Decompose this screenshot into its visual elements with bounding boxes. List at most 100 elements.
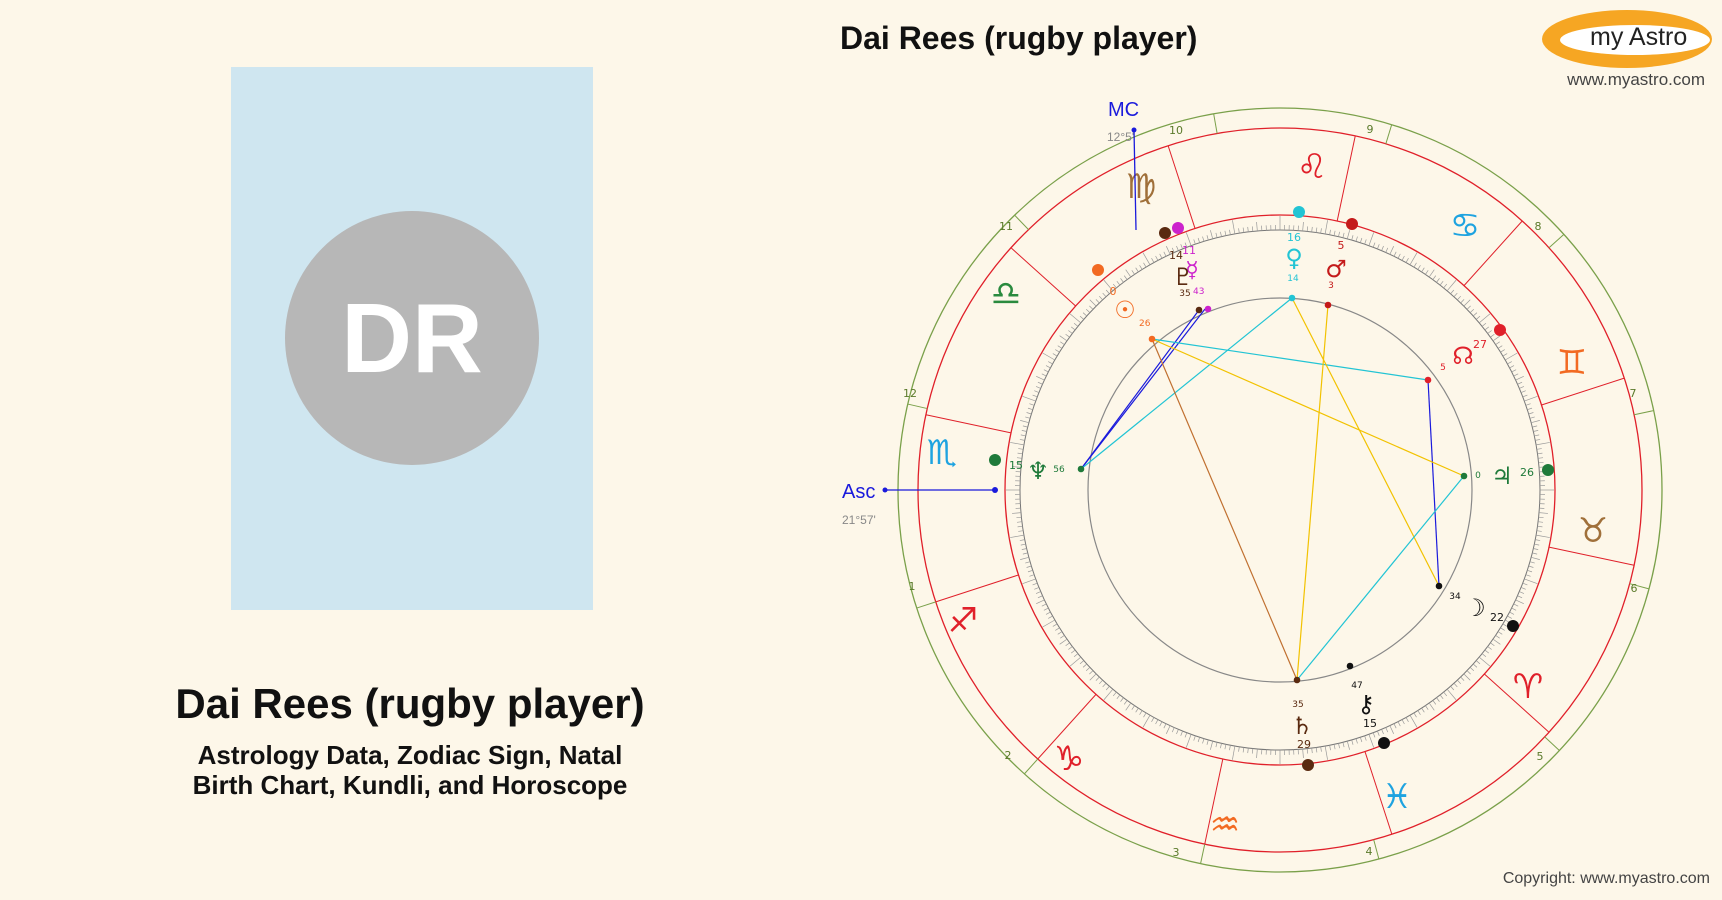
degree-tick [1533, 430, 1539, 432]
degree-tick [1016, 516, 1022, 519]
degree-tick [1531, 420, 1540, 424]
degree-tick [1089, 299, 1097, 307]
degree-tick [1125, 702, 1132, 711]
degree-tick [1377, 244, 1380, 250]
degree-tick [1324, 220, 1328, 235]
degree-tick [1099, 295, 1103, 301]
degree-tick [1381, 729, 1384, 735]
aquarius-icon: ♒ [1210, 805, 1240, 845]
logo-inner [1560, 25, 1710, 55]
degree-tick [1102, 682, 1107, 688]
degree-tick [1469, 667, 1475, 671]
degree-tick [1159, 721, 1163, 727]
degree-tick [1502, 623, 1508, 627]
degree-tick [1041, 603, 1047, 607]
house-number-1: 1 [909, 580, 916, 593]
degree-tick [1531, 556, 1540, 560]
house-number-4: 4 [1366, 845, 1373, 858]
sign-divider [1463, 220, 1523, 286]
degree-tick [1025, 416, 1031, 419]
degree-tick [1509, 365, 1515, 369]
node-minute: 5 [1440, 363, 1446, 373]
degree-tick [1302, 221, 1304, 232]
venus-ring-dot [1293, 206, 1305, 218]
house-cusps [907, 113, 1654, 864]
degree-tick [1021, 430, 1027, 432]
degree-tick [1085, 309, 1091, 313]
house-cusp [1633, 410, 1654, 416]
degree-tick [1232, 745, 1236, 760]
moon-icon: ☽ [1464, 594, 1486, 622]
degree-tick [1360, 237, 1363, 243]
sun-icon: ☉ [1114, 296, 1136, 324]
degree-tick [1042, 352, 1056, 361]
chart-title: Dai Rees (rugby player) [840, 20, 1198, 56]
degree-tick [1338, 231, 1340, 237]
saturn-degree: 29 [1297, 738, 1311, 751]
degree-tick [1520, 390, 1526, 393]
degree-tick [1069, 656, 1082, 667]
moon-minute: 34 [1449, 592, 1461, 602]
asc-degree: 21°57' [842, 513, 876, 527]
degree-tick [1502, 353, 1508, 357]
aspect-point-node [1424, 376, 1432, 384]
brand-logo[interactable]: my Astro [1542, 10, 1712, 68]
degree-tick [1311, 226, 1313, 232]
degree-tick [1534, 543, 1540, 546]
degree-tick [1428, 269, 1435, 278]
house-cusp [1200, 843, 1206, 864]
aspect-point-venus [1288, 294, 1296, 302]
degree-tick [1421, 267, 1425, 273]
degree-tick [1487, 330, 1492, 334]
degree-tick [1450, 685, 1455, 691]
degree-tick [1466, 670, 1471, 675]
aspect-point-neptune [1077, 465, 1085, 473]
degree-tick [1041, 373, 1047, 377]
degree-tick [1123, 275, 1128, 280]
aspect-point-mars [1324, 301, 1332, 309]
degree-tick [1251, 748, 1254, 754]
degree-tick [1057, 345, 1063, 349]
degree-tick [1027, 407, 1033, 410]
degree-tick [1220, 231, 1222, 237]
degree-tick [1037, 381, 1043, 385]
degree-tick [1372, 732, 1376, 738]
degree-tick [1393, 723, 1397, 729]
degree-tick [1120, 697, 1124, 702]
degree-tick [1481, 322, 1487, 327]
degree-tick [1389, 725, 1395, 734]
degree-tick [1507, 615, 1512, 619]
chiron-minute: 47 [1351, 681, 1362, 691]
degree-tick [1478, 656, 1491, 667]
degree-tick [1224, 230, 1227, 236]
degree-tick [1089, 673, 1097, 681]
degree-tick [1184, 732, 1188, 738]
degree-tick [1256, 221, 1258, 232]
aspect-line [1296, 475, 1465, 681]
degree-tick [1492, 638, 1501, 645]
mc-degree: 12°5' [1107, 130, 1134, 144]
sign-divider [1204, 758, 1224, 845]
degree-tick [1528, 565, 1534, 568]
aspect-point-sun [1148, 335, 1156, 343]
degree-tick [1320, 746, 1322, 752]
mc-label: MC [1108, 99, 1139, 121]
sign-ring-inner [1004, 214, 1556, 766]
degree-tick [1409, 714, 1418, 728]
degree-tick [1425, 270, 1429, 275]
degree-tick [1513, 603, 1519, 607]
profile-name: Dai Rees (rugby player) [175, 680, 645, 727]
degree-tick [1020, 420, 1029, 424]
degree-tick [1351, 739, 1354, 745]
degree-tick [1368, 232, 1375, 246]
degree-tick [1306, 748, 1309, 754]
degree-tick [1020, 556, 1029, 560]
degree-tick [1099, 679, 1103, 685]
degree-tick [1069, 313, 1082, 324]
degree-tick [1193, 239, 1196, 245]
degree-tick [1224, 744, 1227, 750]
degree-tick [1507, 361, 1512, 365]
website-link[interactable]: www.myastro.com [1567, 70, 1705, 89]
degree-tick [1079, 660, 1085, 665]
